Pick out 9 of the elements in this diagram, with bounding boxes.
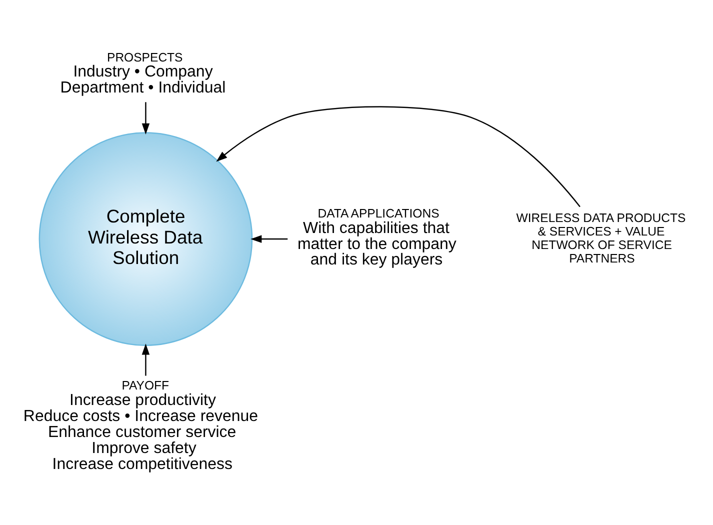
node-text: DATA APPLICATIONS With capabilities that matter to the company and its key players (298, 206, 456, 268)
arrow (142, 343, 150, 376)
node-text: PROSPECTS Industry • Company Department • Individual (60, 50, 226, 96)
arrow (216, 106, 580, 207)
arrow (250, 234, 288, 242)
node-text: WIRELESS DATA PRODUCTS & SERVICES + VALUE NETWORK OF SERVICE PARTNERS (516, 210, 686, 265)
node-circle: Complete Wireless Data Solution (38, 132, 253, 346)
arrow (142, 102, 150, 134)
node-text: PAYOFF Increase productivity Reduce costs • Increase revenue Enhance customer service Improve safety Increase competitiveness (23, 378, 258, 472)
